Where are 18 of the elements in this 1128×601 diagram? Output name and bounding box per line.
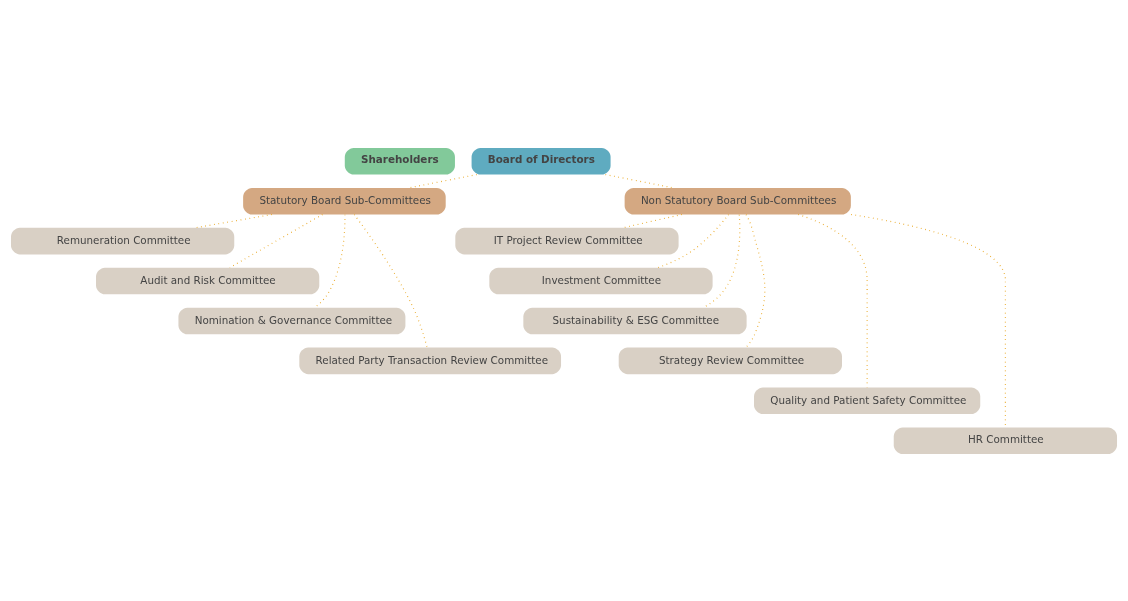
connector: [353, 213, 428, 348]
connector: [604, 173, 674, 188]
node-box: Shareholders: [344, 147, 455, 175]
node-box: Statutory Board Sub-Committees: [243, 187, 446, 214]
node-box: Nomination & Governance Committee: [178, 307, 406, 334]
node-box: Related Party Transaction Review Committee: [299, 347, 562, 374]
node-box: Board of Directors: [471, 147, 611, 175]
node-box: Non Statutory Board Sub-Committees: [624, 187, 851, 214]
node-box: Quality and Patient Safety Committee: [754, 387, 981, 414]
connector: [314, 213, 346, 308]
node-box: Audit and Risk Committee: [96, 267, 320, 294]
node-box: IT Project Review Committee: [455, 227, 679, 254]
node-box: Remuneration Committee: [11, 227, 235, 254]
connector: [745, 213, 766, 348]
node-box: Investment Committee: [489, 267, 713, 294]
node-box: Strategy Review Committee: [618, 347, 842, 374]
node-box: HR Committee: [893, 426, 1117, 454]
node-box: Sustainability & ESG Committee: [523, 307, 747, 334]
